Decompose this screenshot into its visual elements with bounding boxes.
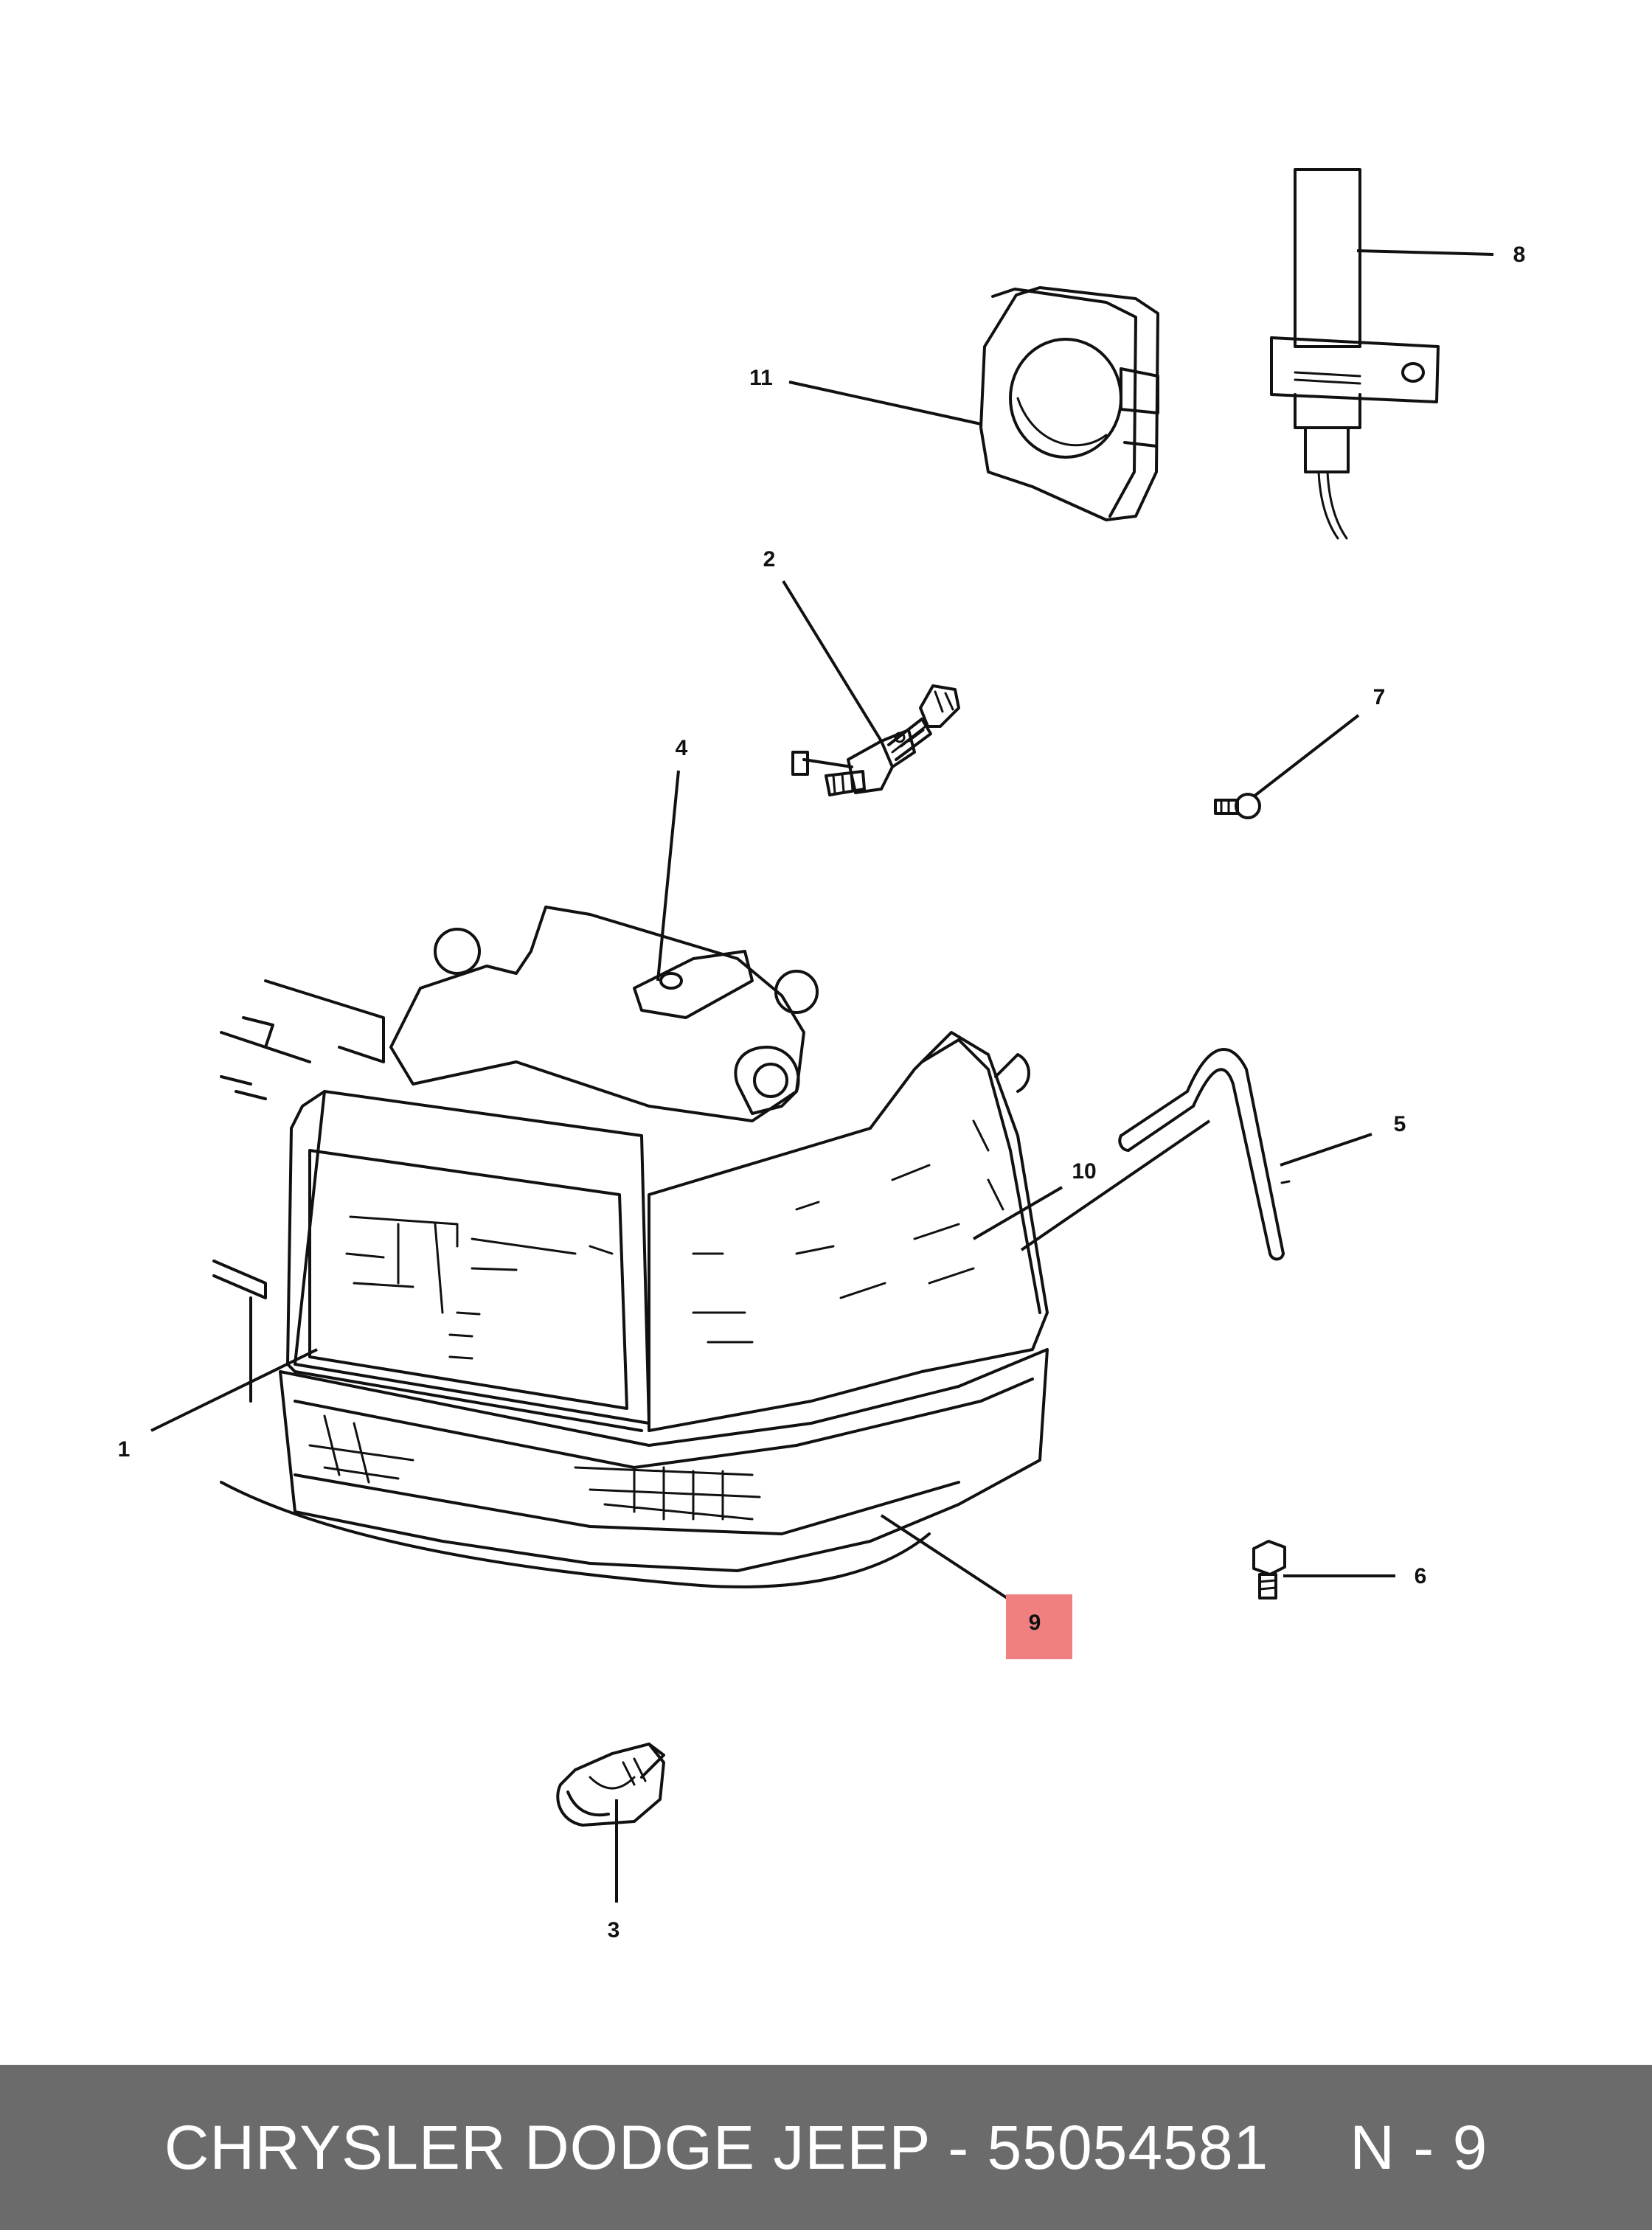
callout-8: 8	[1513, 243, 1526, 267]
part-11-seal	[979, 286, 1159, 521]
callout-labels: 1 2 3 4 5 6 7 8 9 10 11	[118, 243, 1526, 1942]
part-3-bulb	[556, 1743, 665, 1827]
callout-4: 4	[676, 736, 688, 760]
callout-7: 7	[1373, 685, 1386, 709]
callout-10: 10	[1072, 1159, 1096, 1184]
part-2-adjuster	[791, 684, 960, 796]
footer-bar: CHRYSLER DODGE JEEP - 55054581 N - 9	[0, 2065, 1652, 2230]
part-7-screw	[1214, 793, 1261, 819]
callout-11: 11	[749, 366, 773, 390]
leader-lines	[150, 249, 1494, 1903]
callout-5: 5	[1394, 1112, 1406, 1136]
highlight-box-9	[1006, 1594, 1072, 1659]
callout-2: 2	[763, 547, 776, 572]
footer-text: CHRYSLER DODGE JEEP - 55054581 N - 9	[164, 2112, 1488, 2184]
part-5-hose	[1118, 1048, 1291, 1261]
callout-3: 3	[608, 1918, 620, 1942]
part-6-bolt	[1252, 1540, 1286, 1599]
parts-diagram: 1 2 3 4 5 6 7 8 9 10 11	[118, 168, 1526, 1942]
part-8-bulb-socket	[1270, 168, 1440, 540]
callout-6: 6	[1415, 1564, 1427, 1588]
footer-part-text: CHRYSLER DODGE JEEP - 55054581	[164, 2112, 1269, 2182]
callout-9: 9	[1029, 1611, 1041, 1635]
headlamp-assembly	[212, 906, 1049, 1588]
callout-1: 1	[118, 1437, 131, 1462]
footer-ref-text: N - 9	[1350, 2112, 1488, 2182]
